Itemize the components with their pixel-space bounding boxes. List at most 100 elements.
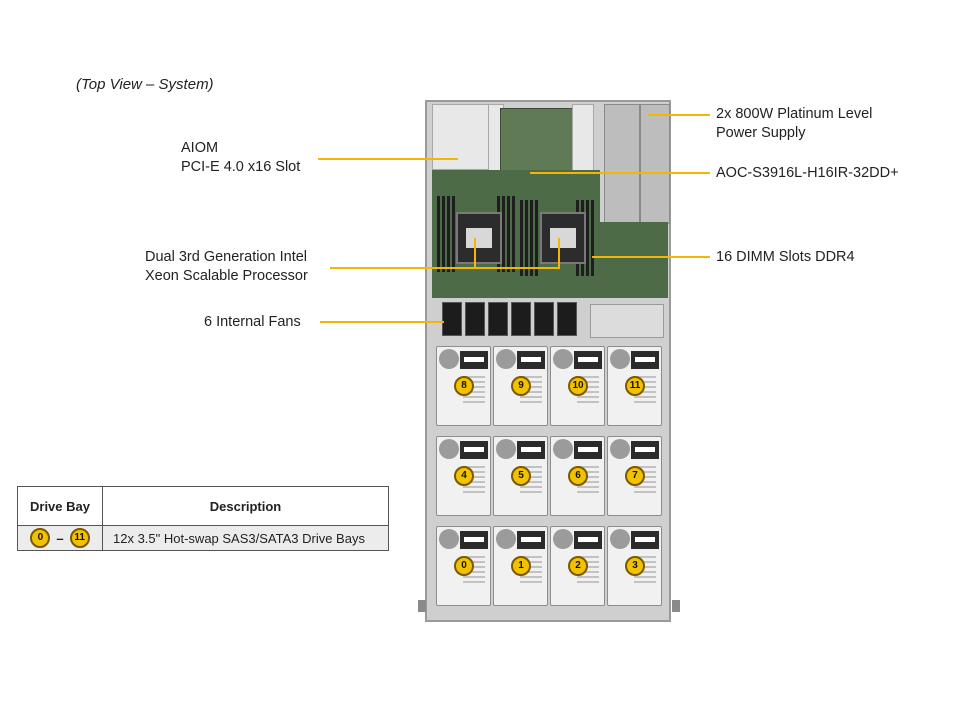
fan: [465, 302, 485, 336]
drive-bay-number: 2: [568, 556, 588, 576]
drive-logo-icon: [610, 349, 630, 369]
drive-label-icon: [631, 351, 659, 369]
drive-label-icon: [574, 351, 602, 369]
leader-aiom: [318, 158, 458, 160]
fan: [534, 302, 554, 336]
drive-label-icon: [460, 531, 488, 549]
dimm-slot: [591, 200, 594, 276]
leader-cpu-branch-2: [558, 238, 560, 268]
drive-bay: 11: [607, 346, 662, 426]
dimm-slot: [502, 196, 505, 272]
drive-bay: 2: [550, 526, 605, 606]
dimm-slot: [535, 200, 538, 276]
drive-range-dash: –: [56, 530, 64, 546]
drive-label-icon: [631, 441, 659, 459]
callout-cpu: Dual 3rd Generation Intel Xeon Scalable …: [145, 248, 308, 286]
drive-bay-number: 10: [568, 376, 588, 396]
drive-bay: 9: [493, 346, 548, 426]
drive-bay-number: 1: [511, 556, 531, 576]
cpu-heatsink-2: [540, 212, 586, 264]
drive-bay-number: 5: [511, 466, 531, 486]
drive-bay: 10: [550, 346, 605, 426]
callout-aoc-text: AOC-S3916L-H16IR-32DD+: [716, 165, 899, 181]
leader-aoc: [530, 172, 710, 174]
drive-bay: 3: [607, 526, 662, 606]
dimm-slot: [530, 200, 533, 276]
drive-label-icon: [574, 531, 602, 549]
callout-aoc: AOC-S3916L-H16IR-32DD+: [716, 164, 899, 183]
drive-bay: 5: [493, 436, 548, 516]
drive-bay-number: 8: [454, 376, 474, 396]
dimm-slot: [437, 196, 440, 272]
drive-logo-icon: [439, 349, 459, 369]
drive-logo-icon: [553, 439, 573, 459]
drive-bay: 8: [436, 346, 491, 426]
drive-bay: 1: [493, 526, 548, 606]
table-header-drive-bay: Drive Bay: [17, 486, 103, 526]
dimm-slot: [507, 196, 510, 272]
drive-bay-table: Drive Bay Description 0 – 11 12x 3.5" Ho…: [17, 486, 389, 551]
fan: [511, 302, 531, 336]
drive-logo-icon: [610, 439, 630, 459]
drive-logo-icon: [496, 529, 516, 549]
drive-logo-icon: [610, 529, 630, 549]
drive-range-start-badge: 0: [30, 528, 51, 548]
drive-bay-number: 9: [511, 376, 531, 396]
drive-bay-number: 11: [625, 376, 645, 396]
drive-bay: 7: [607, 436, 662, 516]
leader-psu: [648, 114, 710, 116]
fan-blank-panel: [590, 304, 664, 338]
drive-label-icon: [631, 531, 659, 549]
dimm-slot: [452, 196, 455, 272]
drive-logo-icon: [496, 349, 516, 369]
leader-cpu: [330, 267, 560, 269]
drive-label-icon: [460, 351, 488, 369]
drive-bay-number: 7: [625, 466, 645, 486]
drive-label-icon: [574, 441, 602, 459]
motherboard-extension: [600, 222, 668, 298]
table-cell-drive-range: 0 – 11: [17, 525, 103, 551]
table-row: 0 – 11 12x 3.5" Hot-swap SAS3/SATA3 Driv…: [17, 525, 389, 551]
psu-2: [640, 104, 670, 224]
callout-psu-line1: 2x 800W Platinum Level: [716, 106, 873, 122]
callout-cpu-line2: Xeon Scalable Processor: [145, 268, 308, 284]
drive-logo-icon: [439, 529, 459, 549]
fan: [557, 302, 577, 336]
drive-label-icon: [517, 351, 545, 369]
drive-bay: 6: [550, 436, 605, 516]
drive-bay: 4: [436, 436, 491, 516]
drive-label-icon: [517, 441, 545, 459]
leader-cpu-branch-1: [474, 238, 476, 268]
table-header-description: Description: [102, 486, 389, 526]
drive-range: 0 – 11: [18, 528, 102, 548]
drive-bay-number: 3: [625, 556, 645, 576]
cpu-heatsink-1: [456, 212, 502, 264]
drive-logo-icon: [439, 439, 459, 459]
aiom-riser: [432, 104, 490, 170]
drive-label-icon: [460, 441, 488, 459]
dimm-slot: [442, 196, 445, 272]
callout-psu-line2: Power Supply: [716, 125, 806, 141]
fan: [488, 302, 508, 336]
chassis-handle: [672, 600, 680, 612]
dimm-slot: [586, 200, 589, 276]
chassis-handle: [418, 600, 426, 612]
fan: [442, 302, 462, 336]
table-header-row: Drive Bay Description: [17, 486, 389, 526]
drive-bay-number: 6: [568, 466, 588, 486]
leader-dimm: [592, 256, 710, 258]
callout-fans-text: 6 Internal Fans: [204, 314, 301, 330]
drive-bay-number: 4: [454, 466, 474, 486]
dimm-slot: [520, 200, 523, 276]
drive-logo-icon: [496, 439, 516, 459]
drive-bay: 0: [436, 526, 491, 606]
dimm-slot: [512, 196, 515, 272]
callout-psu: 2x 800W Platinum Level Power Supply: [716, 105, 872, 143]
drive-bay-number: 0: [454, 556, 474, 576]
diagram-caption: (Top View – System): [76, 76, 214, 93]
callout-cpu-line1: Dual 3rd Generation Intel: [145, 249, 308, 265]
drive-range-end-badge: 11: [69, 528, 90, 548]
psu-1: [604, 104, 640, 224]
callout-aiom: AIOM PCI-E 4.0 x16 Slot: [181, 139, 300, 177]
dimm-slot: [447, 196, 450, 272]
